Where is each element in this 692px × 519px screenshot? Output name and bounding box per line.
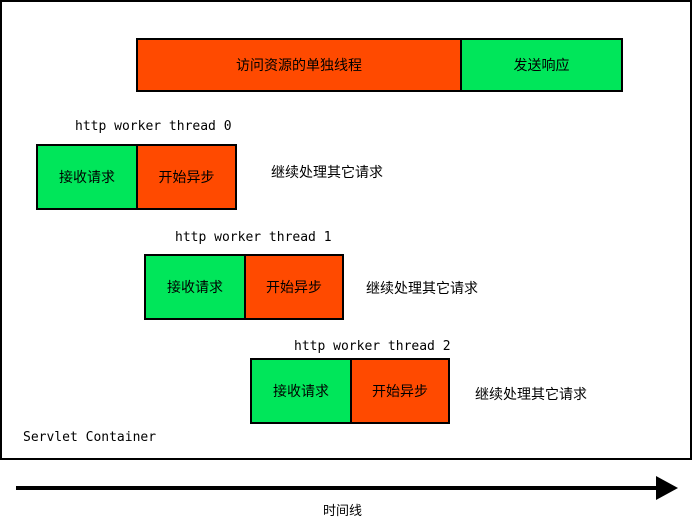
start-async-box: 开始异步 — [136, 144, 237, 210]
servlet-container-label: Servlet Container — [23, 430, 157, 445]
receive-request-label: 接收请求 — [167, 280, 223, 296]
separate-resource-thread-box: 访问资源的单独线程 — [136, 38, 462, 92]
receive-request-label: 接收请求 — [59, 170, 115, 186]
receive-request-box: 接收请求 — [250, 358, 352, 424]
servlet-container-frame — [0, 0, 692, 460]
send-response-box: 发送响应 — [460, 38, 623, 92]
receive-request-box: 接收请求 — [36, 144, 138, 210]
start-async-box: 开始异步 — [350, 358, 450, 424]
timeline-arrow-shaft — [16, 486, 658, 490]
continue-processing-label: 继续处理其它请求 — [271, 165, 383, 181]
start-async-label: 开始异步 — [372, 384, 428, 400]
timeline-label: 时间线 — [323, 504, 363, 519]
send-response-label: 发送响应 — [513, 58, 570, 74]
worker-thread-label: http worker thread 0 — [75, 119, 232, 134]
continue-processing-label: 继续处理其它请求 — [475, 387, 587, 403]
receive-request-label: 接收请求 — [273, 384, 329, 400]
worker-thread-label: http worker thread 1 — [175, 230, 332, 245]
timeline-arrowhead-icon — [656, 476, 678, 500]
start-async-label: 开始异步 — [266, 280, 322, 296]
worker-thread-label: http worker thread 2 — [294, 339, 451, 354]
continue-processing-label: 继续处理其它请求 — [366, 281, 478, 297]
separate-resource-thread-label: 访问资源的单独线程 — [236, 58, 362, 74]
start-async-label: 开始异步 — [158, 170, 215, 186]
receive-request-box: 接收请求 — [144, 254, 246, 320]
start-async-box: 开始异步 — [244, 254, 344, 320]
